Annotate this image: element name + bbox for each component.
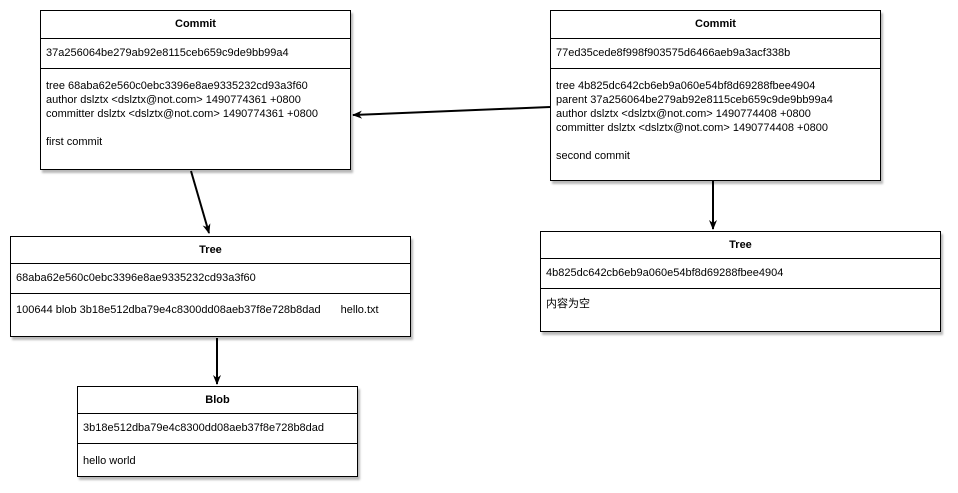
node-type-label: Tree [541,232,940,259]
tree-hash: 4b825dc642cb6eb9a060e54bf8d69288fbee4904 [541,259,940,289]
commit-blank-line [46,121,350,135]
commit-node-first[interactable]: Commit 37a256064be279ab92e8115ceb659c9de… [40,10,351,170]
commit-author-line: author dslztx <dslztx@not.com> 149077436… [46,94,301,106]
commit-node-second[interactable]: Commit 77ed35cede8f998f903575d6466aeb9a3… [550,10,881,181]
commit-content: tree 4b825dc642cb6eb9a060e54bf8d69288fbe… [551,69,880,163]
commit-message: second commit [556,150,630,162]
commit-hash: 37a256064be279ab92e8115ceb659c9de9bb99a4 [41,39,350,69]
tree-empty-note: 内容为空 [546,298,590,310]
tree-entry-filename: hello.txt [340,304,379,316]
blob-node[interactable]: Blob 3b18e512dba79e4c8300dd08aeb37f8e728… [77,386,358,477]
commit-committer-line: committer dslztx <dslztx@not.com> 149077… [46,108,318,120]
tree-content: 内容为空 [541,289,940,311]
edge-commit1-to-tree1 [190,170,211,234]
node-type-label: Commit [551,11,880,39]
blob-hash: 3b18e512dba79e4c8300dd08aeb37f8e728b8dad [78,414,357,444]
commit-parent-line: parent 37a256064be279ab92e8115ceb659c9de… [556,94,833,106]
tree-entry-mode-type-hash: 100644 blob 3b18e512dba79e4c8300dd08aeb3… [16,304,321,316]
tree-entry: 100644 blob 3b18e512dba79e4c8300dd08aeb3… [16,303,410,317]
tree-hash: 68aba62e560c0ebc3396e8ae9335232cd93a3f60 [11,264,410,294]
commit-blank-line [556,135,880,149]
blob-text: hello world [83,455,136,467]
node-type-label: Tree [11,237,410,264]
tree-node-second[interactable]: Tree 4b825dc642cb6eb9a060e54bf8d69288fbe… [540,231,941,332]
edge-commit2-to-commit1 [352,106,551,119]
commit-tree-line: tree 68aba62e560c0ebc3396e8ae9335232cd93… [46,80,308,92]
commit-content: tree 68aba62e560c0ebc3396e8ae9335232cd93… [41,69,350,149]
commit-author-line: author dslztx <dslztx@not.com> 149077440… [556,108,811,120]
commit-message: first commit [46,136,103,148]
node-type-label: Commit [41,11,350,39]
tree-content: 100644 blob 3b18e512dba79e4c8300dd08aeb3… [11,294,410,317]
tree-node-first[interactable]: Tree 68aba62e560c0ebc3396e8ae9335232cd93… [10,236,411,337]
blob-content: hello world [78,444,357,468]
node-type-label: Blob [78,387,357,414]
commit-committer-line: committer dslztx <dslztx@not.com> 149077… [556,122,828,134]
commit-tree-line: tree 4b825dc642cb6eb9a060e54bf8d69288fbe… [556,80,816,92]
commit-hash: 77ed35cede8f998f903575d6466aeb9a3acf338b [551,39,880,69]
